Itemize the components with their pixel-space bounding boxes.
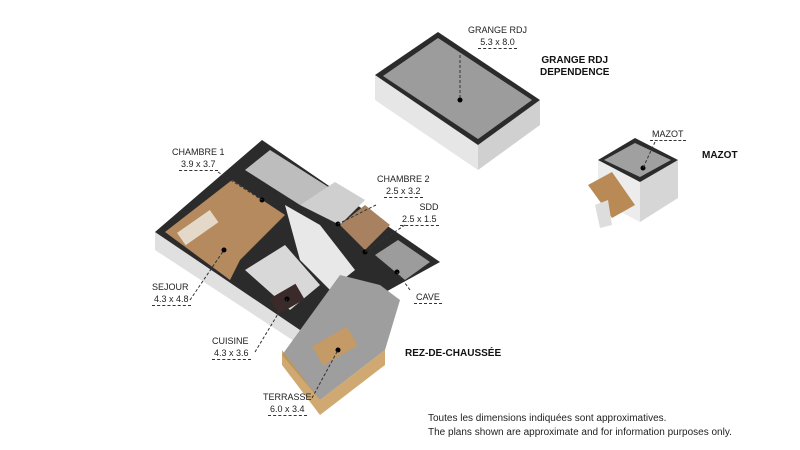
room-label-cuisine: CUISINE 4.3 x 3.6 [212,335,251,360]
room-name: CUISINE [212,336,249,346]
room-name: MAZOT [650,129,686,141]
room-label-grange: GRANGE RDJ 5.3 x 8.0 [468,24,527,49]
section-title-line: GRANGE RDJ [541,55,609,66]
disclaimer-fr: Toutes les dimensions indiquées sont app… [428,413,667,424]
section-title-mazot: MAZOT [702,150,738,161]
room-dim: 2.5 x 1.5 [400,214,439,226]
room-name: SDD [419,202,439,212]
room-dim: 2.5 x 3.2 [383,186,423,198]
room-label-sejour: SEJOUR 4.3 x 4.8 [152,281,191,306]
room-dim: 6.0 x 3.4 [267,404,307,416]
room-label-mazot: MAZOT [650,128,686,141]
room-label-sdd: SDD 2.5 x 1.5 [400,201,439,226]
section-title-line: DEPENDENCE [540,67,610,78]
room-dim: 5.3 x 8.0 [478,37,517,49]
disclaimer: Toutes les dimensions indiquées sont app… [428,412,732,440]
room-name: TERRASSE [263,392,312,402]
room-label-chambre1: CHAMBRE 1 3.9 x 3.7 [172,146,225,171]
room-dim: 4.3 x 3.6 [212,348,251,360]
room-label-chambre2: CHAMBRE 2 2.5 x 3.2 [377,173,430,198]
room-name: SEJOUR [152,282,189,292]
disclaimer-en: The plans shown are approximate and for … [428,427,732,438]
main-house [155,140,440,415]
room-name: GRANGE RDJ [468,25,528,35]
room-label-terrasse: TERRASSE 6.0 x 3.4 [263,391,312,416]
grange-building [375,32,540,170]
room-name: CHAMBRE 1 [172,147,225,157]
room-name: CHAMBRE 2 [377,174,430,184]
room-dim: 4.3 x 4.8 [152,294,191,306]
mazot-building [588,138,678,228]
room-label-cave: CAVE [414,291,442,304]
room-dim: 3.9 x 3.7 [178,159,218,171]
section-title-rdc: REZ-DE-CHAUSSÉE [405,348,502,359]
leader-lines [189,55,656,399]
room-name: CAVE [414,292,442,304]
